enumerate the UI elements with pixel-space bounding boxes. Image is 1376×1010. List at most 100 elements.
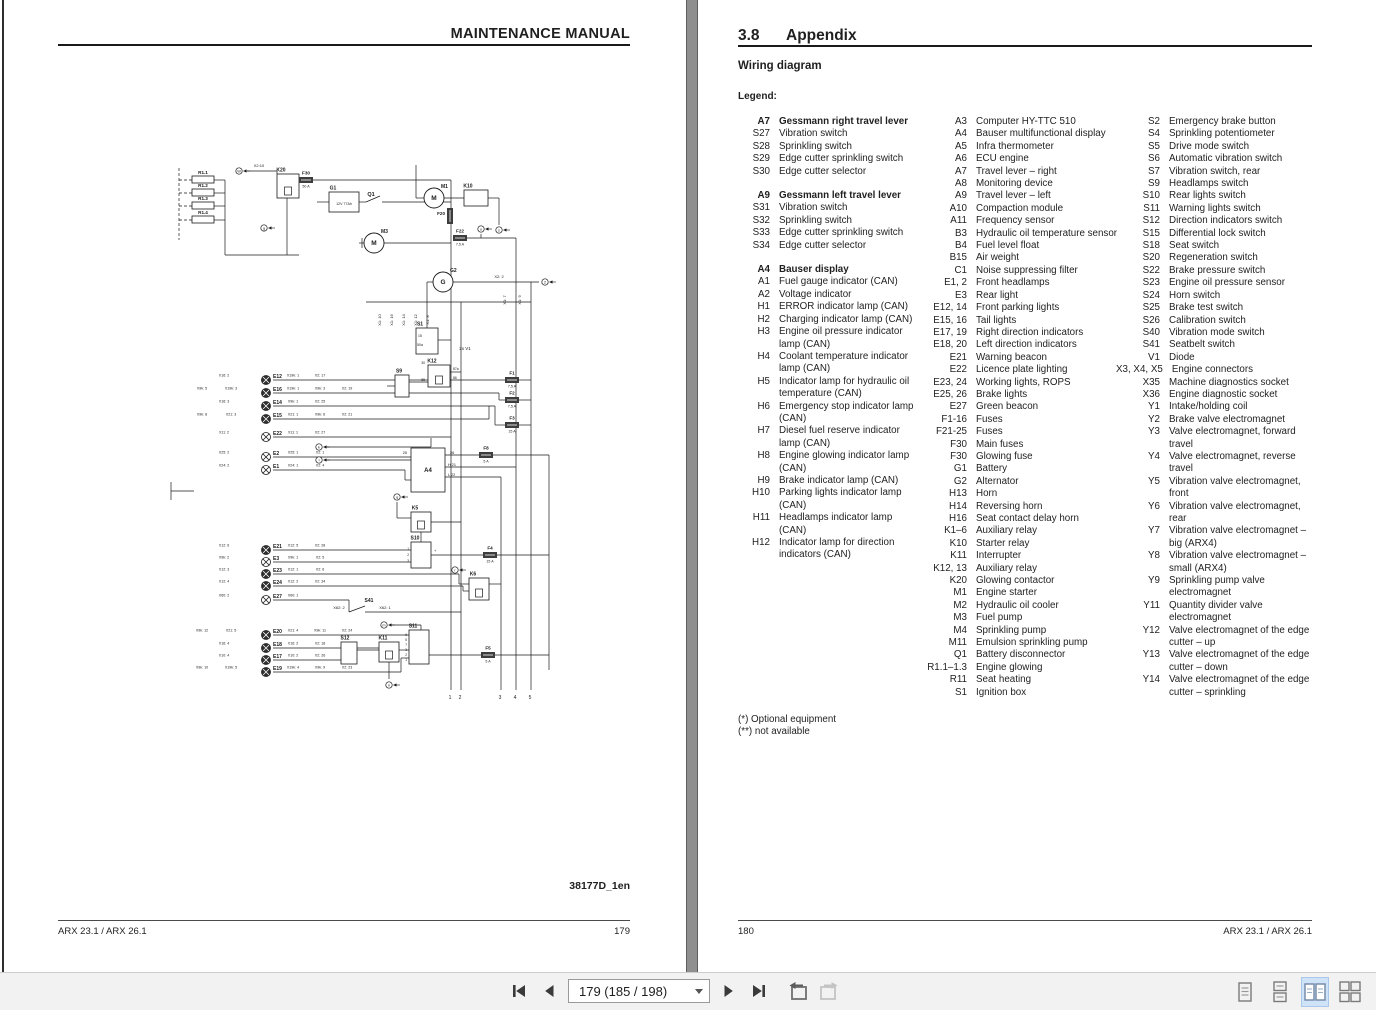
previous-page-button[interactable]	[537, 977, 563, 1005]
legend-desc: ECU engine	[976, 153, 1029, 165]
pdf-toolbar: 179 (185 / 198)	[0, 972, 1376, 1010]
diagram-label: E24	[273, 580, 282, 586]
terminal-r	[451, 566, 459, 574]
terminal-arrowhead	[323, 445, 327, 449]
legend-desc: Battery	[976, 463, 1008, 475]
legend-desc: Travel lever – right	[976, 165, 1057, 177]
diagram-label: 2	[459, 695, 462, 701]
next-page-button[interactable]	[715, 977, 741, 1005]
diagram-label: X62: 2	[333, 605, 345, 610]
component-S10	[410, 541, 432, 569]
diagram-label: E27	[273, 594, 282, 600]
lamp-cross	[262, 433, 270, 441]
legend-code: E22	[949, 364, 967, 376]
diagram-label: X21: 4	[288, 629, 298, 633]
diagram-label: X1: 16	[389, 313, 394, 325]
diagram-label: 5	[529, 695, 532, 701]
diagram-label: S41	[365, 598, 374, 604]
continuous-view-button[interactable]	[1266, 977, 1294, 1007]
diagram-label: X2: 17	[315, 374, 325, 378]
diagram-label: E14	[273, 400, 282, 406]
diagram-label: 86	[453, 376, 457, 380]
last-page-button[interactable]	[746, 977, 772, 1005]
diagram-label: G2	[450, 268, 457, 274]
legend-desc: Gessmann right travel lever	[779, 116, 909, 127]
legend-desc: Valve electromagnet of the edge cutter –…	[1169, 674, 1310, 698]
legend-desc: Diode	[1169, 351, 1195, 363]
diagram-label: m	[382, 623, 385, 627]
legend-code: A9	[757, 190, 770, 202]
coil-K6	[475, 588, 483, 598]
terminal-arrowhead	[485, 227, 489, 231]
legend-code: Y11	[1143, 599, 1160, 611]
diagram-label: s	[498, 228, 500, 232]
view-mode-group	[1231, 977, 1364, 1007]
legend-code: H6	[757, 400, 770, 412]
facing-continuous-view-button[interactable]	[1336, 977, 1364, 1007]
page-selector-caret[interactable]	[689, 980, 709, 1002]
diagram-label: X2: 25	[315, 400, 325, 404]
legend-code: Y1	[1148, 401, 1160, 413]
page-selector[interactable]: 179 (185 / 198)	[568, 979, 710, 1003]
diagram-label: X2: 1	[316, 451, 324, 455]
component-S9	[394, 374, 410, 398]
legend-code: H8	[757, 450, 770, 462]
diagram-label: K6	[470, 572, 477, 578]
diagram-label: 6	[405, 633, 407, 637]
diagram-label: 4	[514, 695, 517, 701]
next-view-button[interactable]	[816, 977, 842, 1005]
diagram-label: X25: 1	[288, 451, 298, 455]
legend-desc: Warning beacon	[976, 351, 1047, 363]
diagram-label: X9k: 12	[196, 629, 208, 633]
diagram-label: R1.2	[198, 183, 208, 188]
legend-code: G2	[953, 475, 967, 487]
legend-code: H10	[752, 487, 770, 499]
previous-view-button[interactable]	[785, 977, 811, 1005]
diagram-label: 1	[405, 658, 407, 662]
legend-desc: Indicator lamp for direction indicators …	[779, 537, 895, 561]
diagram-label: 25	[403, 451, 407, 455]
legend-code: H9	[757, 474, 770, 486]
legend-code: X3, X4, X5	[1116, 364, 1163, 376]
legend-code: Y5	[1148, 475, 1160, 487]
diagram-label: X2:10	[254, 163, 265, 168]
legend-code: G1	[953, 463, 967, 475]
terminal-arrowhead	[503, 228, 507, 232]
first-page-button[interactable]	[506, 977, 532, 1005]
legend-desc: Sprinkling pump valve electromagnet	[1169, 575, 1265, 599]
diagram-label: G1	[330, 186, 337, 192]
diagram-label: X2: 28	[315, 544, 325, 548]
legend-desc: Seat heating	[976, 674, 1032, 686]
diagram-label: M1	[441, 184, 448, 190]
diagram-label: E23	[273, 568, 282, 574]
legend-desc: Rear light	[976, 289, 1018, 301]
legend-desc: Fuel level float	[976, 240, 1040, 252]
diagram-label: 1	[449, 695, 452, 701]
resistor-R1.2	[191, 188, 215, 197]
single-page-view-button[interactable]	[1231, 977, 1259, 1007]
legend-code: H11	[752, 512, 770, 524]
diagram-label: W	[237, 169, 241, 173]
facing-pages-view-button[interactable]	[1301, 977, 1329, 1007]
diagram-label: X2: 23	[342, 666, 352, 670]
legend-code: S9	[1148, 178, 1160, 190]
